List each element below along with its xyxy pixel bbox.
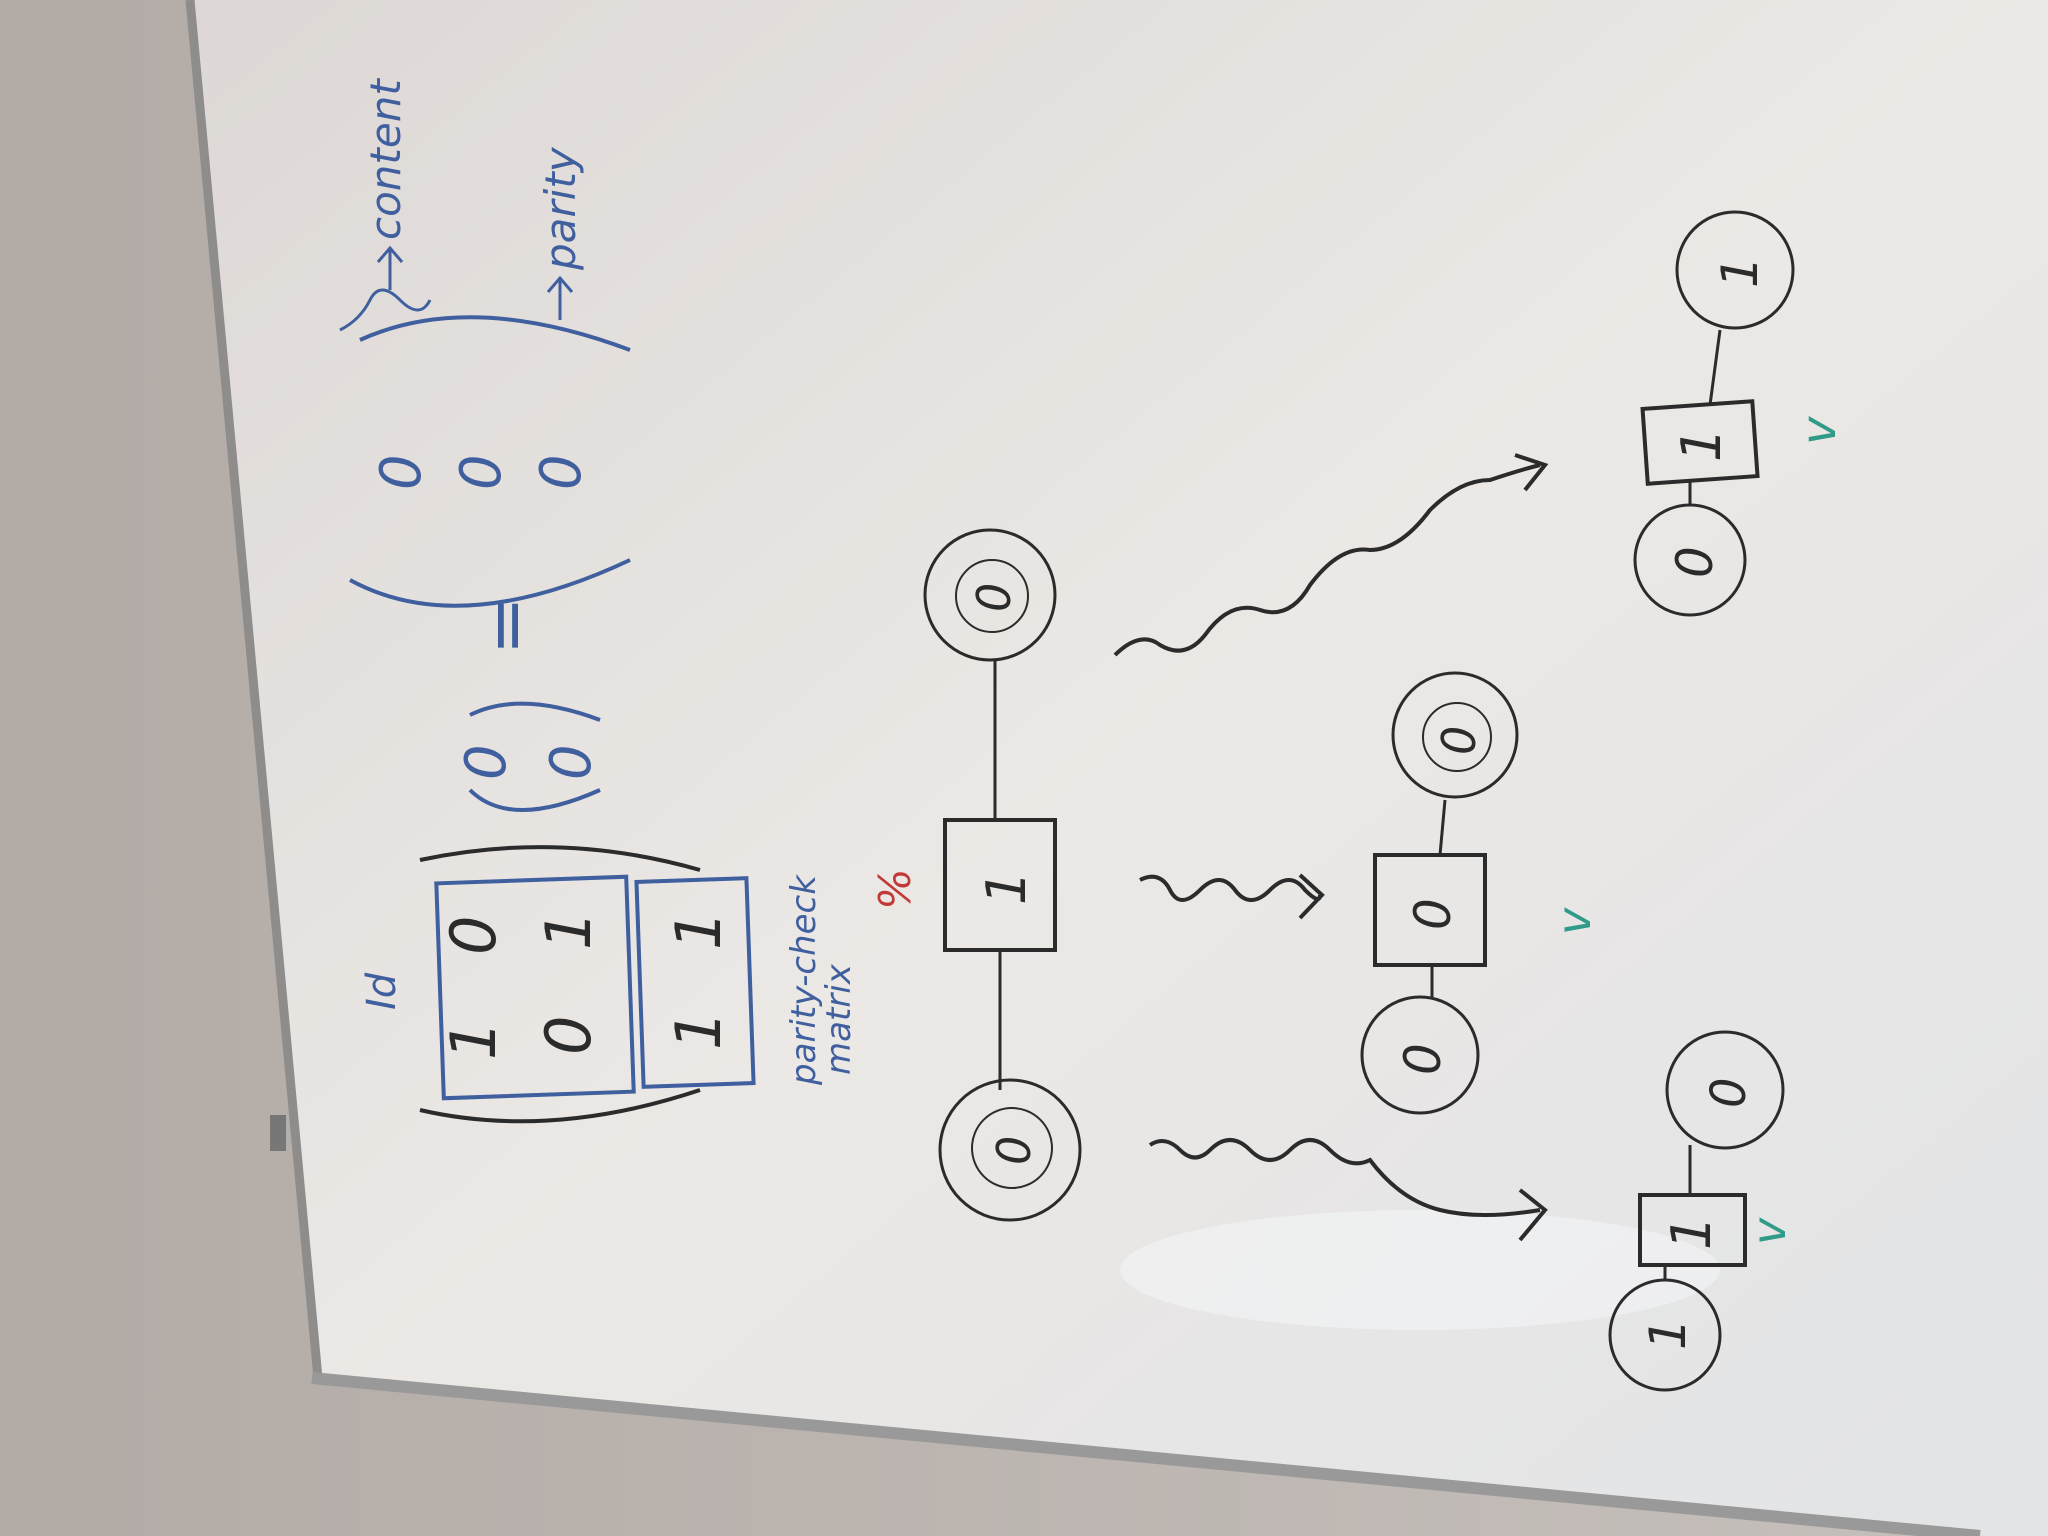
identity-box bbox=[434, 874, 636, 1101]
result-entry-2: 0 bbox=[449, 454, 514, 490]
left-right-node-value: 0 bbox=[1701, 1077, 1757, 1108]
middle-edge-right bbox=[1438, 799, 1447, 856]
marker-tray-clip bbox=[270, 1115, 286, 1151]
right-status-mark: v bbox=[1791, 416, 1847, 445]
matrix-equation: Id 1 0 0 1 1 1 parity-check matrix 0 0 =… bbox=[339, 78, 859, 1124]
result-paren-left bbox=[349, 558, 631, 608]
parity-label: parity bbox=[536, 146, 585, 271]
whiteboard-surface bbox=[190, 0, 2048, 1536]
top-left-node bbox=[938, 1078, 1082, 1222]
arrow-to-left-graph bbox=[1148, 1138, 1541, 1217]
result-entry-3: 0 bbox=[529, 454, 594, 490]
identity-cell-2-2: 1 bbox=[532, 911, 605, 950]
content-label: content bbox=[361, 78, 410, 240]
middle-check-node-value: 0 bbox=[1404, 898, 1462, 930]
middle-left-node-value: 0 bbox=[1394, 1043, 1452, 1075]
top-graph: 0 1 % 0 bbox=[870, 528, 1082, 1222]
top-right-node bbox=[923, 528, 1057, 662]
vector-paren-right bbox=[469, 701, 601, 722]
parity-check-label-line1: parity-check bbox=[784, 874, 824, 1086]
whiteboard-frame-left bbox=[185, 0, 323, 1379]
matrix-paren-left bbox=[419, 1088, 701, 1124]
arrow-to-middle-graph-head bbox=[1298, 873, 1325, 920]
parity-cell-2: 1 bbox=[662, 911, 735, 950]
left-graph: 1 1 v 0 bbox=[1608, 1030, 1796, 1392]
top-left-node-value: 0 bbox=[987, 1136, 1041, 1165]
identity-cell-1-1: 1 bbox=[437, 1021, 510, 1060]
whiteboard-frame-bottom bbox=[311, 1372, 1981, 1536]
right-left-node-value: 0 bbox=[1666, 546, 1724, 578]
top-left-node-inner bbox=[971, 1107, 1053, 1189]
top-right-node-value: 0 bbox=[967, 583, 1021, 612]
middle-graph: 0 0 v 0 bbox=[1360, 671, 1601, 1115]
top-check-node bbox=[943, 818, 1057, 952]
content-arrow bbox=[376, 245, 404, 290]
right-edge-right bbox=[1708, 329, 1722, 406]
middle-right-node bbox=[1391, 671, 1519, 799]
result-entry-1: 0 bbox=[369, 454, 434, 490]
middle-status-mark: v bbox=[1547, 907, 1601, 935]
parity-arrow bbox=[546, 275, 574, 320]
left-left-node-value: 1 bbox=[1639, 1318, 1697, 1350]
top-check-node-value: 1 bbox=[975, 871, 1038, 905]
matrix-paren-right bbox=[419, 845, 701, 872]
content-brace bbox=[339, 288, 432, 332]
parity-check-label-line2: matrix bbox=[819, 963, 859, 1075]
result-paren-right bbox=[359, 315, 631, 352]
right-right-node-value: 1 bbox=[1711, 256, 1769, 288]
parity-row-box bbox=[634, 876, 756, 1089]
middle-check-node bbox=[1373, 853, 1487, 967]
left-right-node bbox=[1665, 1030, 1785, 1150]
arrow-to-left-graph-head bbox=[1518, 1188, 1548, 1242]
light-glare bbox=[1120, 1210, 1720, 1330]
middle-right-node-value: 0 bbox=[1432, 726, 1486, 755]
vector-paren-left bbox=[468, 788, 601, 812]
right-check-node bbox=[1640, 399, 1760, 486]
right-check-node-value: 1 bbox=[1670, 428, 1733, 462]
identity-cell-2-1: 0 bbox=[532, 1016, 605, 1055]
identity-cell-1-2: 0 bbox=[437, 916, 510, 955]
identity-label: Id bbox=[359, 972, 405, 1010]
left-check-node bbox=[1638, 1193, 1747, 1267]
arrow-to-right-graph-head bbox=[1514, 453, 1549, 492]
vector-entry-1: 0 bbox=[454, 744, 519, 780]
top-status-mark: % bbox=[870, 868, 921, 910]
left-status-mark: v bbox=[1742, 1217, 1796, 1245]
arrow-to-right-graph bbox=[1113, 463, 1541, 657]
parity-cell-1: 1 bbox=[662, 1011, 735, 1050]
right-right-node bbox=[1675, 210, 1795, 330]
vector-entry-2: 0 bbox=[539, 744, 604, 780]
middle-right-node-inner bbox=[1422, 702, 1492, 772]
top-right-node-inner bbox=[955, 559, 1029, 633]
arrow-to-middle-graph bbox=[1139, 874, 1322, 902]
middle-left-node bbox=[1360, 995, 1480, 1115]
left-check-node-value: 1 bbox=[1660, 1216, 1723, 1250]
right-graph: 0 1 v 1 bbox=[1633, 210, 1847, 617]
